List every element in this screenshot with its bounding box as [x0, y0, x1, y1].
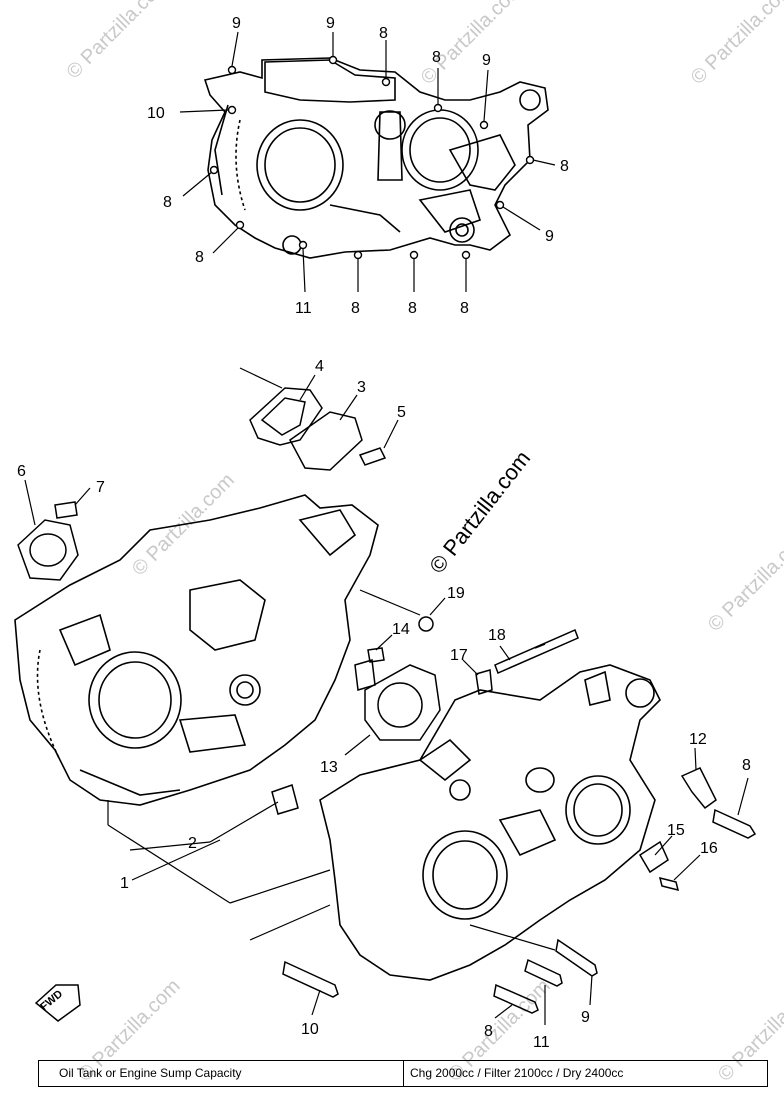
- callout-label: 18: [488, 627, 506, 644]
- callout-label: 8: [460, 300, 469, 317]
- bolt-holes-top: [209, 55, 535, 260]
- callout-label: 7: [96, 479, 105, 496]
- callout-label: 19: [447, 585, 465, 602]
- small-parts-bottom: [34, 616, 757, 1022]
- watermark-top-right: © Partzilla.com: [687, 0, 784, 89]
- callout-label: 8: [742, 757, 751, 774]
- callout-label: 10: [147, 105, 165, 122]
- callout-label: 17: [450, 647, 468, 664]
- callout-label: 8: [432, 49, 441, 66]
- callout-label: 5: [397, 404, 406, 421]
- watermark-top-left: © Partzilla.com: [62, 0, 173, 83]
- callout-label: 8: [484, 1023, 493, 1040]
- callout-label: 11: [295, 300, 312, 317]
- callout-label: 6: [17, 463, 26, 480]
- watermark-center: © Partzilla.com: [424, 446, 535, 578]
- callout-label: 9: [326, 15, 335, 32]
- fwd-arrow-label: FWD: [38, 988, 65, 1013]
- callouts-bottom: 4 3 5 6 7 19 14 18 17 12 8 13 2 1 15 16 …: [17, 358, 751, 1051]
- callout-label: 8: [560, 158, 569, 175]
- callout-label: 1: [120, 875, 129, 892]
- callout-label: 2: [188, 835, 197, 852]
- left-crankcase-half: [14, 494, 379, 806]
- callout-label: 15: [667, 822, 685, 839]
- watermark-mid-right: © Partzilla.com: [704, 525, 784, 636]
- callout-label: 16: [700, 840, 718, 857]
- right-crankcase-half: [319, 664, 661, 981]
- watermark-top-mid: © Partzilla.com: [417, 0, 528, 89]
- callout-label: 11: [533, 1034, 550, 1051]
- leader-lines-bottom: [24, 367, 749, 1025]
- callout-label: 9: [482, 52, 491, 69]
- callout-label: 8: [351, 300, 360, 317]
- callout-label: 14: [392, 621, 410, 638]
- callout-label: 4: [315, 358, 324, 375]
- callout-label: 9: [232, 15, 241, 32]
- capacity-table: Oil Tank or Engine Sump Capacity Chg 200…: [38, 1060, 768, 1087]
- cover-plate-parts: [17, 387, 387, 581]
- callout-label: 12: [689, 731, 707, 748]
- callout-label: 9: [581, 1009, 590, 1026]
- capacity-value: Chg 2000cc / Filter 2100cc / Dry 2400cc: [410, 1066, 624, 1080]
- leader-lines-top: [179, 31, 556, 293]
- watermarks: © Partzilla.com © Partzilla.com © Partzi…: [62, 0, 784, 1086]
- callout-label: 8: [195, 249, 204, 266]
- callout-label: 3: [357, 379, 366, 396]
- callout-label: 8: [408, 300, 417, 317]
- callout-label: 10: [301, 1021, 319, 1038]
- callout-label: 13: [320, 759, 338, 776]
- crankcase-top-view: [203, 57, 549, 259]
- capacity-label: Oil Tank or Engine Sump Capacity: [39, 1061, 404, 1086]
- callout-label: 8: [379, 25, 388, 42]
- callout-label: 8: [163, 194, 172, 211]
- callout-label: 9: [545, 228, 554, 245]
- callouts-top: 9 9 8 8 9 10 8 8 9 8 11 8 8 8: [147, 15, 569, 317]
